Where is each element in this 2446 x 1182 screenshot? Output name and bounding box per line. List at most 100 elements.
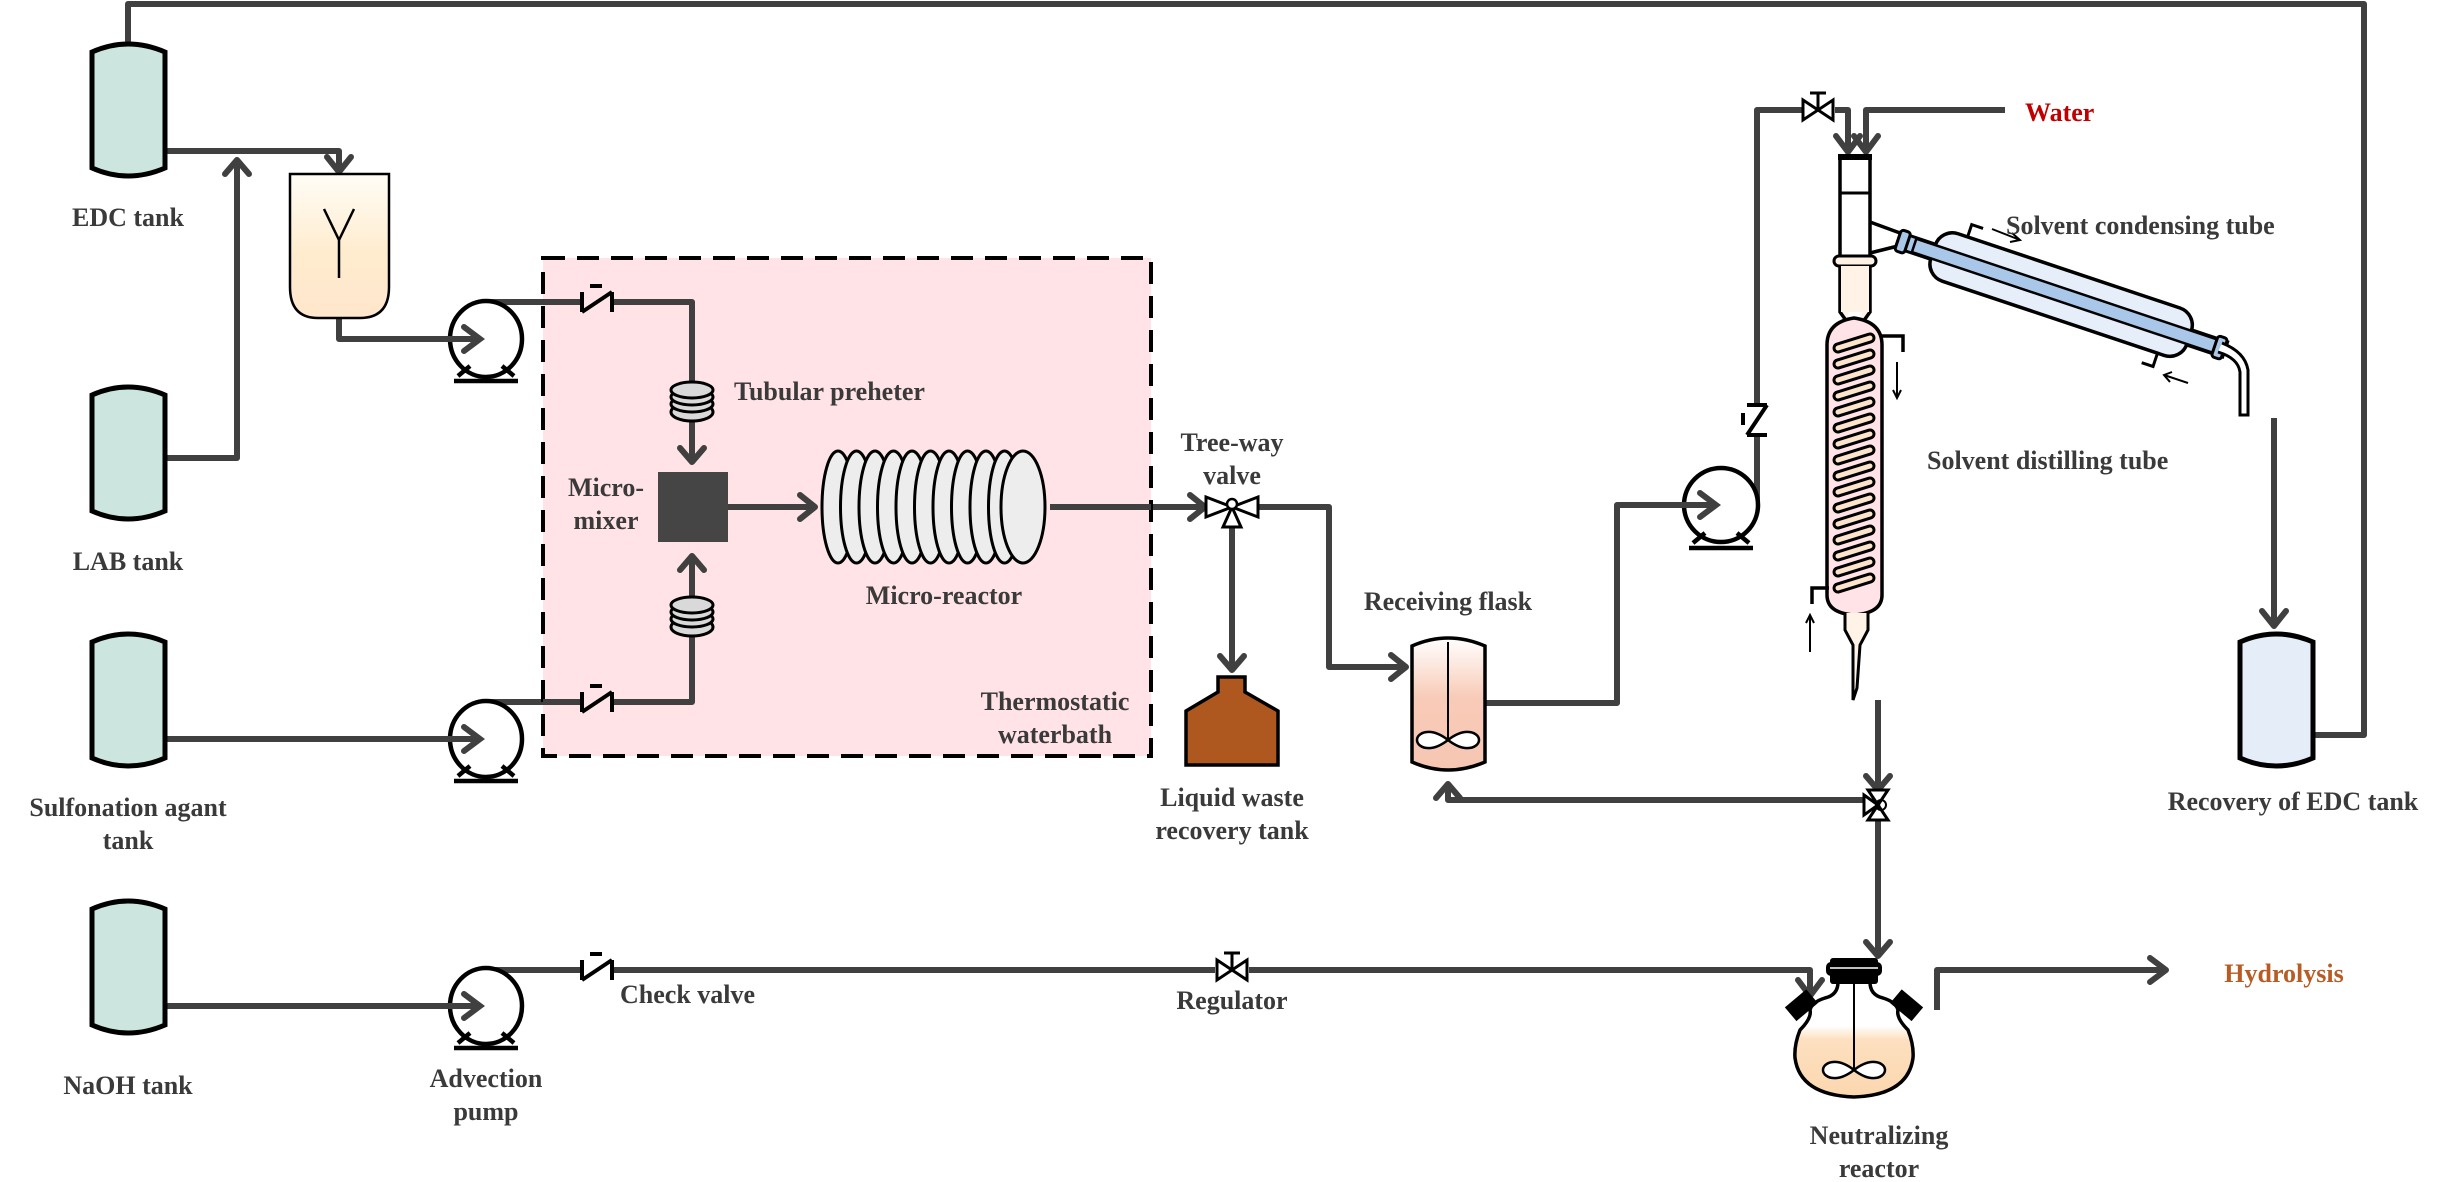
inner-arrows (677, 445, 818, 573)
column-lower-port (1810, 586, 1829, 604)
check-valve-3[interactable] (580, 952, 614, 982)
column-coil-turn-fill (1835, 335, 1873, 351)
label-waterbath-1: Thermostatic (981, 687, 1130, 716)
label-waterbath-2: waterbath (998, 720, 1113, 749)
coil-preheater-icon (669, 380, 715, 423)
label-regulator: Regulator (1176, 986, 1287, 1015)
label-water: Water (2025, 98, 2094, 127)
column-coil-turn-fill (1835, 495, 1873, 511)
check-valve-icon (580, 684, 614, 714)
inner-pipe-bottom (543, 556, 695, 705)
label-micro-mixer-1: Micro- (568, 473, 644, 502)
check-valve-icon (580, 284, 614, 314)
column-joint (1832, 254, 1878, 268)
pump-base (1689, 531, 1753, 551)
pump-arrow (1667, 490, 1721, 520)
advection-pump[interactable] (437, 965, 525, 1051)
check-valve-1[interactable] (580, 284, 614, 314)
micro-mixer[interactable] (658, 472, 728, 542)
naoh-tank[interactable] (89, 898, 168, 1036)
filter-to-pump1-pipe (336, 318, 480, 342)
bottom-three-way-valve[interactable] (1862, 788, 1891, 822)
solvent-condensing-tube[interactable] (1886, 204, 2250, 417)
check-valve-2[interactable] (580, 684, 614, 714)
neutralizing-reactor[interactable] (1784, 958, 1924, 1099)
three-way-valve[interactable] (1204, 494, 1260, 529)
reactor-coil-loop (999, 449, 1047, 565)
arrow-into-flask-bottom (1433, 781, 1463, 801)
column-coil-turn-fill (1835, 543, 1873, 559)
valve-stem (1224, 951, 1240, 970)
left-neck-stopper (1784, 989, 1818, 1022)
column-neck-fill (1841, 266, 1869, 312)
column-head-cap (1838, 154, 1872, 160)
top-valve[interactable] (1801, 91, 1835, 123)
waterbath-inner-pipes (543, 299, 1151, 705)
label-micro-mixer-2: mixer (574, 506, 639, 535)
valve-to-flask-return-pipe (1445, 785, 1864, 803)
regulator-valve[interactable] (1215, 951, 1249, 983)
label-lab-tank: LAB tank (73, 547, 184, 576)
coolant-in-arrow-condenser (2162, 371, 2189, 384)
tubular-preheater-bottom[interactable] (669, 595, 715, 638)
pump-1[interactable] (437, 298, 525, 384)
label-three-way-valve-1: Tree-way (1181, 428, 1284, 457)
valve-actuator (1875, 799, 1887, 811)
stirrer-impeller (1415, 730, 1481, 750)
column-side-arm (1869, 220, 1901, 255)
arrow-into-filter (324, 154, 354, 175)
column-coil-turn-fill (1835, 511, 1873, 527)
column-coil-turn-fill (1835, 399, 1873, 415)
pump-arrow (437, 724, 485, 754)
liquid-waste-recovery-tank[interactable] (1184, 675, 1280, 767)
vertical-vessel-icon (89, 631, 168, 769)
pump-3[interactable] (1667, 465, 1761, 551)
label-hydrolysis: Hydrolysis (2224, 959, 2343, 988)
flask-to-pump3-pipe (1486, 502, 1716, 706)
label-advection-pump-1: Advection (430, 1064, 543, 1093)
label-three-way-valve-2: valve (1203, 461, 1261, 490)
lab-tank[interactable] (89, 384, 168, 522)
label-distilling-tube: Solvent distilling tube (1927, 446, 2168, 475)
edc-recycle-pipe (125, 1, 2367, 738)
pump-arrow (437, 324, 485, 354)
center-neck-cap (1826, 962, 1882, 976)
column-coil-turn-fill (1835, 575, 1873, 591)
pump-2[interactable] (437, 698, 525, 784)
column-coil-turn-fill (1835, 351, 1873, 367)
valve-actuator (1225, 497, 1239, 511)
condenser-icon (1893, 222, 2230, 369)
coolant-out-arrow (1892, 362, 1902, 401)
column-coil-turn-fill (1835, 415, 1873, 431)
sulfonation-agant-tank[interactable] (89, 631, 168, 769)
label-micro-reactor: Micro-reactor (866, 581, 1022, 610)
column-coils (1832, 332, 1876, 594)
valve-to-flask-pipe (1244, 504, 1406, 670)
recovery-edc-tank[interactable] (2237, 631, 2316, 769)
receiving-flask[interactable] (1410, 636, 1487, 772)
to-column-top-pipe (1835, 107, 1851, 150)
solvent-distilling-tube[interactable] (1805, 154, 1905, 701)
edc-tank[interactable] (89, 41, 168, 179)
edc-to-filter-pipe (165, 148, 342, 172)
label-liquid-waste-2: recovery tank (1155, 816, 1309, 845)
label-tubular-preheater: Tubular preheter (734, 377, 925, 406)
label-neutralizing-2: reactor (1839, 1154, 1919, 1182)
three-way-valve-icon (1204, 494, 1260, 529)
pump-base (454, 764, 518, 784)
filter[interactable] (288, 172, 391, 320)
pump-base (454, 364, 518, 384)
pump3-out-pipe-b (1754, 107, 1803, 405)
stirrer-impeller (1821, 1060, 1887, 1080)
label-condensing-tube: Solvent condensing tube (2006, 211, 2275, 240)
label-neutralizing-1: Neutralizing (1810, 1121, 1949, 1150)
label-naoh-tank: NaOH tank (63, 1071, 193, 1100)
tubular-preheater-top[interactable] (669, 380, 715, 423)
check-valve-4[interactable] (1741, 403, 1769, 437)
filter-y-mark (322, 208, 356, 278)
label-sulfonation-tank-2: tank (103, 826, 154, 855)
column-coil-turn-fill (1835, 383, 1873, 399)
column-coil-turn-fill (1835, 559, 1873, 575)
micro-reactor[interactable] (820, 449, 1047, 565)
arrow-into-recovery-tank (2259, 608, 2289, 629)
